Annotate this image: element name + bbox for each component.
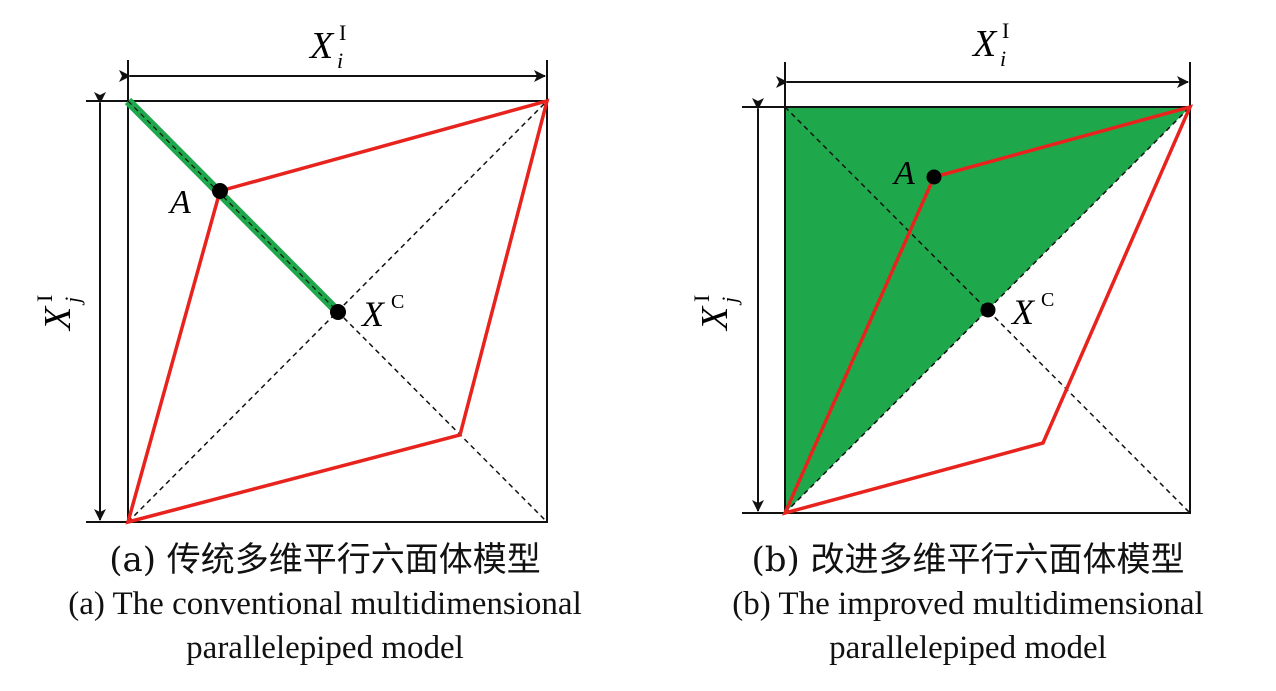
panel-a-dim-x-label: X <box>308 25 335 67</box>
panel-a: X I i X I j A X C <box>32 20 550 525</box>
panel-a-dim-y-sup: I <box>32 295 57 302</box>
panel-a-label-c: X <box>360 294 386 334</box>
panel-a-caption-en-line2: parallelepiped model <box>186 630 464 666</box>
panel-b-dim-x-label: X <box>971 23 998 65</box>
panel-b-point-a <box>926 169 942 185</box>
panel-b: X I i X I j A X C <box>689 18 1194 516</box>
panel-b-label-a: A <box>892 155 915 192</box>
panel-a-dim-y-label: X <box>37 305 79 332</box>
panel-a-point-a <box>212 183 228 199</box>
panel-b-dim-y-label: X <box>694 305 736 332</box>
panel-a-label-c-sup: C <box>391 291 404 313</box>
figure-diagrams: X I i X I j A X C X I i <box>32 18 1194 525</box>
panel-b-dim-x-sup: I <box>1002 18 1009 43</box>
panel-a-point-c <box>330 304 346 320</box>
panel-a-dim-x-sub: i <box>337 48 343 73</box>
panel-a-red-parallelogram <box>125 98 550 525</box>
panel-b-diagonal-2 <box>784 106 1191 514</box>
panel-b-caption-cn: (b) 改进多维平行六面体模型 <box>751 540 1185 580</box>
panel-b-point-c <box>980 302 996 318</box>
panel-a-dim-x-sup: I <box>339 20 346 45</box>
panel-b-red-parallelogram <box>781 104 1194 516</box>
panel-b-dim-x-sub: i <box>1000 46 1006 71</box>
panel-a-caption-en-line1: (a) The conventional multidimensional <box>68 586 582 622</box>
panel-a-green-segment-core <box>127 100 339 313</box>
panel-a-caption-cn: (a) 传统多维平行六面体模型 <box>109 540 541 580</box>
panel-a-dim-y-sub: j <box>60 297 85 306</box>
panel-b-dim-y-sup: I <box>689 295 714 302</box>
panel-b-diagonal-1 <box>784 106 1191 514</box>
panel-a-square <box>127 100 548 523</box>
panel-b-label-c-sup: C <box>1041 289 1054 311</box>
panel-a-caption: (a) 传统多维平行六面体模型 (a) The conventional mul… <box>0 538 650 670</box>
panel-b-dim-y-sub: j <box>717 297 742 306</box>
panel-a-label-a: A <box>168 184 191 221</box>
panel-b-square <box>784 106 1191 514</box>
panel-b-caption-en-line1: (b) The improved multidimensional <box>732 586 1204 622</box>
panel-b-label-c: X <box>1010 292 1036 332</box>
panel-b-caption: (b) 改进多维平行六面体模型 (b) The improved multidi… <box>660 538 1276 670</box>
panel-b-caption-en-line2: parallelepiped model <box>829 630 1107 666</box>
